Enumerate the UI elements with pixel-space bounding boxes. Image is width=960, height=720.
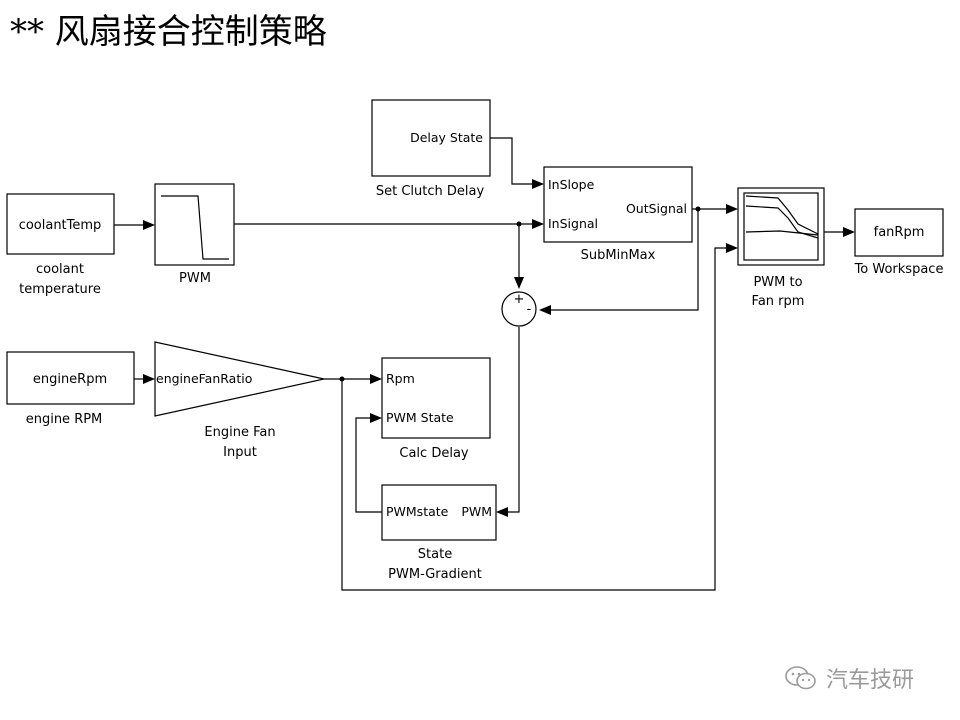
- pwm-block[interactable]: [154, 183, 235, 266]
- fan-rpm-label: fanRpm: [874, 225, 925, 240]
- arrow-head: [726, 204, 738, 214]
- pwm-step-curve: [161, 195, 229, 260]
- gradient-pwmstate-port: PWMstate: [386, 504, 449, 519]
- pwm-to-fan-rpm-block[interactable]: [737, 187, 825, 266]
- pwm-to-fan-caption-line2: Fan rpm: [752, 294, 805, 309]
- arrow-head: [496, 507, 508, 517]
- pwm-to-fan-curve-1: [745, 195, 819, 235]
- gradient-pwm-port: PWM: [461, 504, 492, 519]
- arrow-head: [843, 227, 855, 237]
- state-pwm-gradient-block[interactable]: PWMstate PWM: [381, 484, 497, 541]
- set-clutch-delay-caption: Set Clutch Delay: [376, 184, 485, 199]
- arrow-head: [532, 219, 544, 229]
- arrow-head: [514, 277, 524, 289]
- fan-rpm-caption: To Workspace: [854, 262, 944, 277]
- delay-state-port: Delay State: [410, 130, 483, 145]
- wire-feedback-to-sum: [548, 209, 699, 311]
- coolant-temp-block[interactable]: coolantTemp: [6, 193, 115, 255]
- wire-gain-to-pwmfan: [341, 247, 731, 591]
- coolant-caption-line2: temperature: [19, 282, 101, 297]
- arrow-head: [143, 374, 155, 384]
- wire-delay-to-inSlope: [490, 137, 537, 185]
- pwm-to-fan-caption-line1: PWM to: [753, 275, 802, 290]
- arrow-head: [539, 305, 551, 315]
- slide-title: ** 风扇接合控制策略: [10, 12, 327, 52]
- engine-rpm-caption: engine RPM: [26, 412, 103, 427]
- calc-delay-block[interactable]: Rpm PWM State: [381, 357, 491, 439]
- pwm-to-fan-plot-frame: [743, 192, 819, 261]
- engine-fan-caption-line1: Engine Fan: [204, 425, 275, 440]
- engine-fan-caption-line2: Input: [223, 445, 257, 460]
- sum-plus-sign: +: [514, 292, 525, 307]
- wechat-icon: [785, 666, 816, 690]
- coolant-temp-label: coolantTemp: [19, 218, 102, 233]
- calc-delay-pwmstate-port: PWM State: [386, 410, 454, 425]
- sum-block[interactable]: + -: [501, 291, 537, 327]
- subminmax-caption: SubMinMax: [581, 248, 656, 263]
- gradient-caption-line2: PWM-Gradient: [388, 567, 482, 582]
- arrow-head: [143, 220, 155, 230]
- inslope-port: InSlope: [548, 177, 595, 192]
- set-clutch-delay-block[interactable]: Delay State: [371, 99, 491, 177]
- engine-fan-ratio-label: engineFanRatio: [156, 371, 252, 386]
- outsignal-port: OutSignal: [626, 201, 687, 216]
- pwm-to-fan-curve-3: [745, 230, 819, 236]
- arrow-head: [532, 179, 544, 189]
- subminmax-block[interactable]: InSlope InSignal OutSignal: [543, 166, 693, 243]
- fan-rpm-block[interactable]: fanRpm: [854, 208, 944, 257]
- watermark-text: 汽车技研: [826, 668, 915, 693]
- pwm-caption: PWM: [179, 271, 211, 286]
- engine-rpm-block[interactable]: engineRpm: [6, 351, 135, 405]
- engine-rpm-label: engineRpm: [33, 372, 107, 387]
- sum-minus-sign: -: [527, 302, 532, 317]
- wire-gradient-to-calc: [355, 417, 382, 513]
- coolant-caption-line1: coolant: [36, 262, 84, 277]
- calc-delay-rpm-port: Rpm: [386, 371, 415, 386]
- arrow-head: [370, 374, 382, 384]
- watermark: 汽车技研: [784, 662, 914, 694]
- arrow-head: [370, 413, 382, 423]
- gradient-caption-line1: State: [418, 547, 452, 562]
- wire-sum-to-gradient: [504, 327, 520, 513]
- engine-fan-input-block[interactable]: engineFanRatio: [154, 341, 325, 417]
- arrow-head: [726, 243, 738, 253]
- insignal-port: InSignal: [548, 216, 598, 231]
- calc-delay-caption: Calc Delay: [399, 446, 469, 461]
